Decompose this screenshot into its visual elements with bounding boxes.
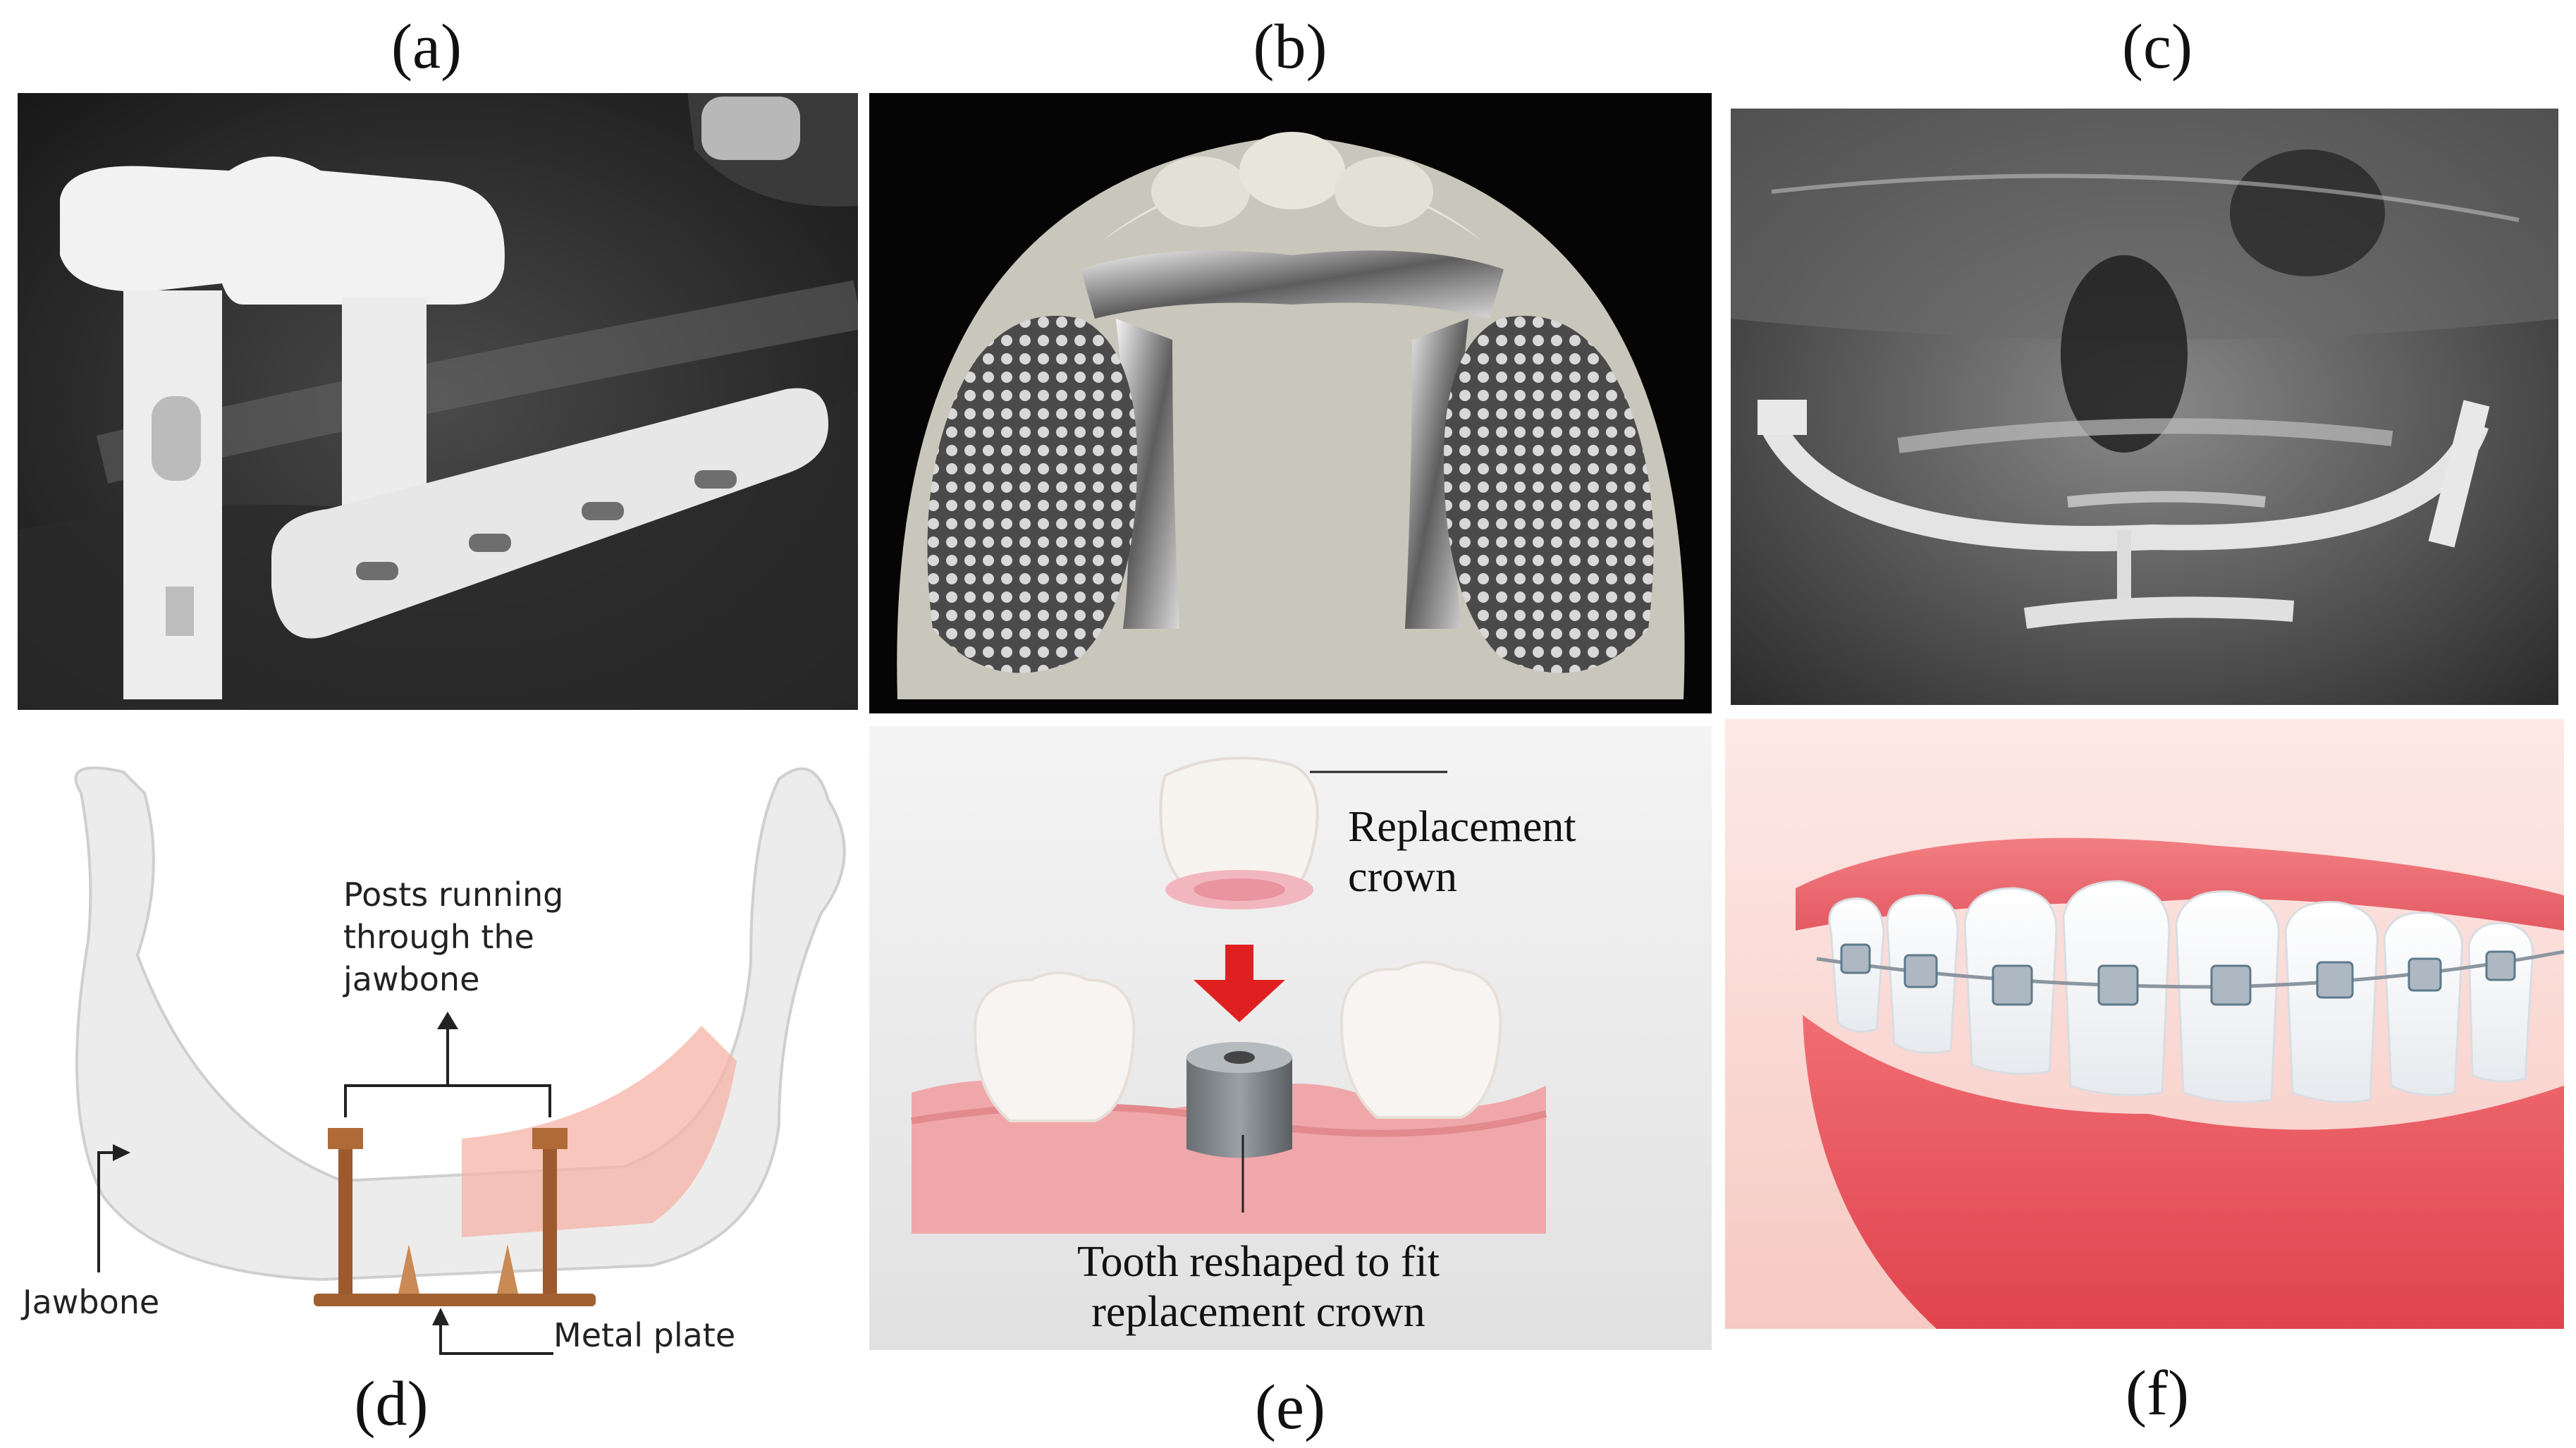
panel-label-a: (a) xyxy=(391,12,462,82)
panel-label-c: (c) xyxy=(2122,12,2192,82)
posts-label-line-2: through the xyxy=(343,917,534,956)
panel-label-f: (f) xyxy=(2126,1358,2189,1428)
panel-e-crown-diagram xyxy=(869,726,1712,1350)
posts-label: Posts running through the jawbone xyxy=(343,874,563,1000)
replacement-crown-label: Replacement crown xyxy=(1348,802,1576,903)
panel-c-panoramic-xray xyxy=(1729,107,2560,706)
panoramic-xray-image xyxy=(1729,107,2560,706)
jawbone-label: Jawbone xyxy=(23,1283,160,1321)
jawbone-illustration xyxy=(18,730,860,1375)
tooth-reshaped-label-line-1: Tooth reshaped to fit xyxy=(1077,1238,1440,1286)
braces-illustration xyxy=(1725,719,2564,1329)
posts-label-line-3: jawbone xyxy=(343,959,480,998)
xray-implant-image xyxy=(18,93,858,710)
replacement-crown-label-line-1: Replacement xyxy=(1348,803,1576,851)
panel-f-braces xyxy=(1725,719,2564,1329)
panel-label-d: (d) xyxy=(354,1369,429,1439)
replacement-crown-label-line-2: crown xyxy=(1348,853,1457,902)
panel-label-b: (b) xyxy=(1253,12,1327,82)
tooth-reshaped-label: Tooth reshaped to fit replacement crown xyxy=(1077,1237,1440,1338)
panel-b-metal-denture xyxy=(869,93,1712,713)
panel-a-xray-implant xyxy=(18,93,858,710)
panel-d-jawbone-diagram xyxy=(18,730,860,1375)
panel-label-e: (e) xyxy=(1255,1373,1325,1442)
posts-label-line-1: Posts running xyxy=(343,876,564,914)
metal-plate-label: Metal plate xyxy=(553,1316,736,1354)
tooth-reshaped-label-line-2: replacement crown xyxy=(1091,1288,1425,1337)
denture-framework-image xyxy=(869,93,1712,713)
crown-illustration xyxy=(869,726,1712,1350)
